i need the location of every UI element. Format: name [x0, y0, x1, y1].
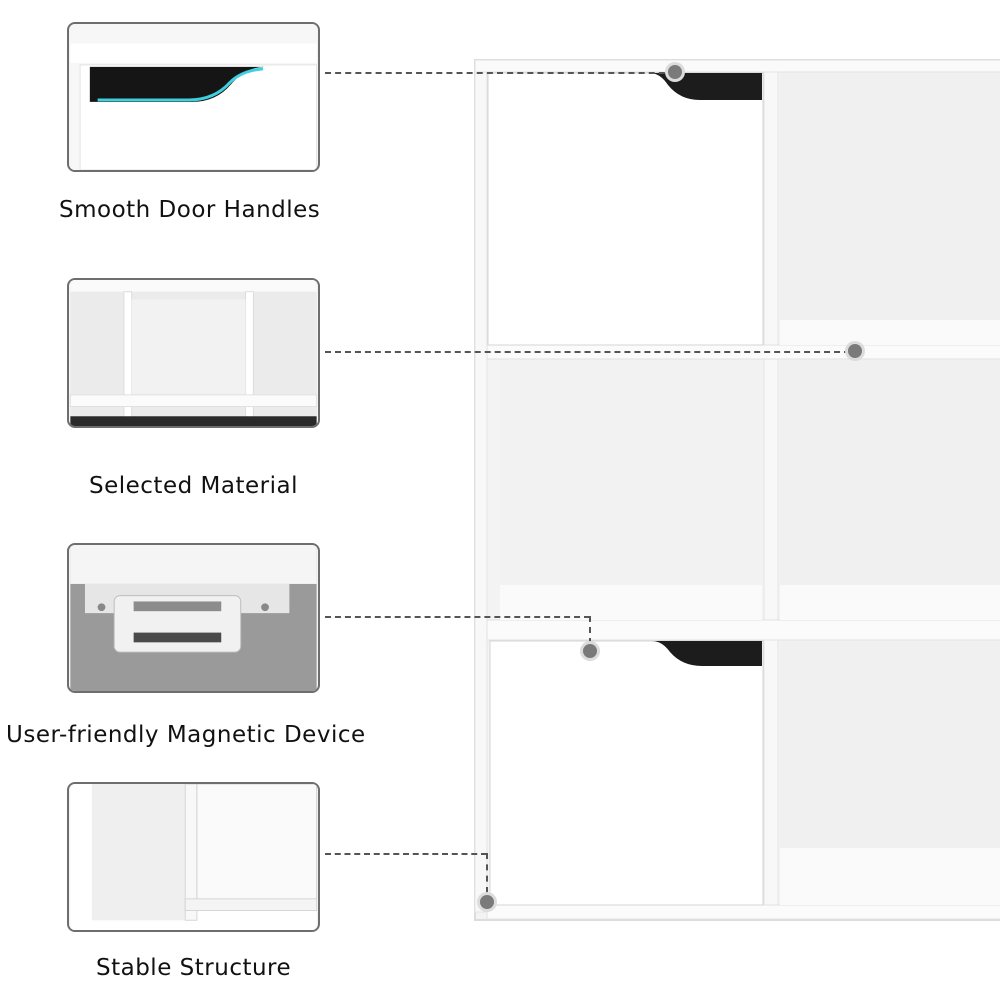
- top-door: [487, 72, 764, 346]
- marker-handles: [668, 65, 682, 79]
- connector-magnetic-vertical: [589, 616, 591, 644]
- label-magnetic-device: User-friendly Magnetic Device: [6, 722, 366, 748]
- connector-handles: [325, 72, 675, 74]
- label-selected-material: Selected Material: [89, 473, 298, 499]
- feature-panel-structure: [67, 782, 320, 932]
- connector-magnetic: [325, 616, 590, 618]
- marker-magnetic: [583, 644, 597, 658]
- feature-panel-material: [67, 278, 320, 428]
- connector-structure-vertical: [486, 853, 488, 893]
- panel-corner-icon: [70, 784, 318, 930]
- marker-structure: [480, 895, 494, 909]
- label-stable-structure: Stable Structure: [96, 955, 292, 981]
- magnetic-catch-icon: [70, 545, 317, 691]
- door-handle-icon: [70, 24, 318, 170]
- bottom-door: [489, 640, 764, 906]
- feature-panel-magnetic: [67, 543, 320, 693]
- feature-panel-handles: [67, 22, 320, 172]
- connector-material: [325, 351, 850, 353]
- label-smooth-door-handles: Smooth Door Handles: [59, 197, 321, 223]
- cubby-shelf-icon: [69, 280, 318, 426]
- marker-material: [848, 344, 862, 358]
- connector-structure: [325, 853, 487, 855]
